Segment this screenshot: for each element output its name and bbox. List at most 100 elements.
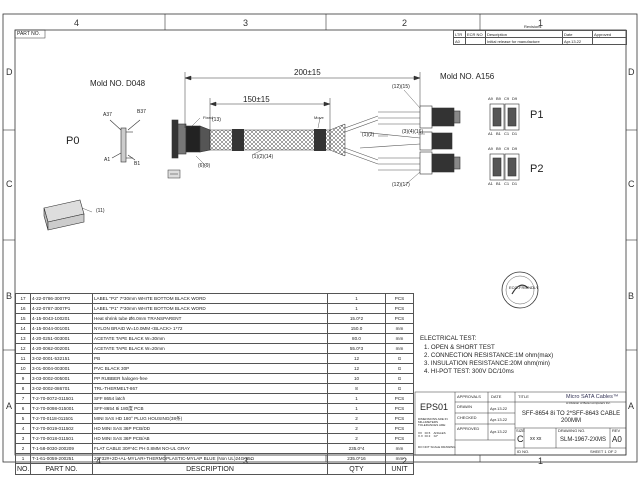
bom-no: 14 <box>15 323 31 334</box>
zone-top-3: 3 <box>243 18 249 28</box>
bom-part-no: T-2-70-0019-011502 <box>30 423 93 434</box>
bom-unit: PCS <box>385 413 414 424</box>
tolerance-note: DIMENSIONS ARE IN MILLIMETERS TOLERANCES… <box>418 417 448 427</box>
title-label: TITLE <box>518 394 529 399</box>
p2-label: P2 <box>530 163 544 175</box>
bom-description: PB <box>92 353 328 364</box>
bom-header-no: NO. <box>15 463 31 475</box>
p1-pin-b1: B1 <box>496 131 501 136</box>
zone-left-d: D <box>6 67 13 77</box>
rev-header-desc: Description <box>485 30 563 38</box>
split-cables <box>344 111 421 171</box>
bom-no: 10 <box>15 363 31 374</box>
rev-ecr <box>465 37 486 45</box>
p2-pin-a1: A1 <box>488 181 493 186</box>
rev-date: Apr.13.22 <box>562 37 593 45</box>
bom-unit: mm <box>385 333 414 344</box>
pin-a1: A1 <box>104 157 111 163</box>
leader-lines <box>81 89 425 213</box>
size-value: C <box>517 434 524 444</box>
zone-ticks <box>3 14 637 462</box>
p0-connector-side <box>109 119 141 163</box>
bom-no: 3 <box>15 433 31 444</box>
zone-left-b: B <box>6 291 13 301</box>
zone-bottom-1: 1 <box>538 456 544 466</box>
callout-1-2-14: (1)(2)(14) <box>252 154 274 160</box>
bom-unit: PCS <box>385 433 414 444</box>
electrical-test-item-3: 3. INSULATION RESISTANCE:20M ohm(min) <box>424 360 550 367</box>
pin-b37: B37 <box>137 109 146 115</box>
dwg-no-value: SLM-1967-2XMS <box>560 437 607 443</box>
bom-no: 4 <box>15 423 31 434</box>
bom-unit: PCS <box>385 423 414 434</box>
p1-pin-a9: A9 <box>488 96 493 101</box>
bom-qty: 15.0*2 <box>327 313 386 324</box>
bom-description: ACETATE TAPE BLACK W=30mm <box>92 333 328 344</box>
part-no-tag: PART NO. <box>17 31 41 37</box>
mid-connector <box>419 131 453 151</box>
drawn-label: DRAWN <box>457 404 472 409</box>
bom-qty: 150.0 <box>327 323 386 334</box>
p1-pin-c1: C1 <box>504 131 510 136</box>
p2-pin-c1: C1 <box>504 181 510 186</box>
bom-qty: 1 <box>327 303 386 314</box>
bom-no: 17 <box>15 293 31 304</box>
scale-value: xx xx <box>530 436 542 442</box>
p2-front-view <box>489 153 520 181</box>
bom-qty: 2 <box>327 423 386 434</box>
p1-pin-a1: A1 <box>488 131 493 136</box>
bom-qty: 8 <box>327 383 386 394</box>
bom-part-no: T-2-70-0118-011501 <box>30 413 93 424</box>
bom-qty: 235.0*4 <box>327 443 386 454</box>
date-label: DATE <box>491 394 502 399</box>
bom-qty: 10 <box>327 373 386 384</box>
bom-description: NYLON BRAID W=10.0MM <BLACK> 1*72 <box>92 323 328 334</box>
title-block-code: EPS01 <box>420 402 449 412</box>
p2-pin-d9: D9 <box>512 146 518 151</box>
revisions-table: LTR ECR NO Description Date Approved A0 … <box>453 30 627 45</box>
bom-unit: PCS <box>385 403 414 414</box>
company-logo-text: Micro SATA Cables™ <box>566 394 619 400</box>
bom-qty: 80.0 <box>327 333 386 344</box>
bom-qty: 1 <box>327 393 386 404</box>
bom-no: 1 <box>15 453 31 464</box>
mold-right-label: Mold NO. A156 <box>440 72 495 81</box>
left-connector-body <box>171 119 211 159</box>
rev-desc: Initial release for manufacture <box>485 37 563 45</box>
p1-pin-d9: D9 <box>512 96 518 101</box>
dim-inner: 150±15 <box>243 95 270 104</box>
p2-pin-c9: C9 <box>504 146 510 151</box>
bom-no: 16 <box>15 303 31 314</box>
sheet-number: SHEET 1 OF 2 <box>590 449 617 454</box>
bom-part-no: 3-01-0004-003001 <box>30 363 93 374</box>
bom-unit: mm <box>385 343 414 354</box>
bom-description: Heat shrink tube Ø6.0mm TRANSPARENT <box>92 313 328 324</box>
callout-3-4-16: (3)(4)(16) <box>402 129 424 135</box>
bom-no: 13 <box>15 333 31 344</box>
bom-part-no: 4-20-0251-003001 <box>30 333 93 344</box>
bom-qty: 235.0*16 <box>327 453 386 464</box>
dim-overall: 200±15 <box>294 68 321 77</box>
p1-pin-c9: C9 <box>504 96 510 101</box>
p1-connector-side <box>419 105 461 129</box>
bom-unit: mm <box>385 443 414 454</box>
bom-part-no: T-1-61-0059-200251 <box>30 453 93 464</box>
size-label: SIZE <box>516 428 525 433</box>
bom-qty: 55.0*3 <box>327 343 386 354</box>
p0-label: P0 <box>66 135 80 147</box>
p1-pin-b9: B9 <box>496 96 501 101</box>
bom-description: TRL-THERMELT-867 <box>92 383 328 394</box>
bom-part-no: 4-20-0062-002001 <box>30 343 93 354</box>
bom-description: SFF-8654 8i 180度 PCB <box>92 403 328 414</box>
